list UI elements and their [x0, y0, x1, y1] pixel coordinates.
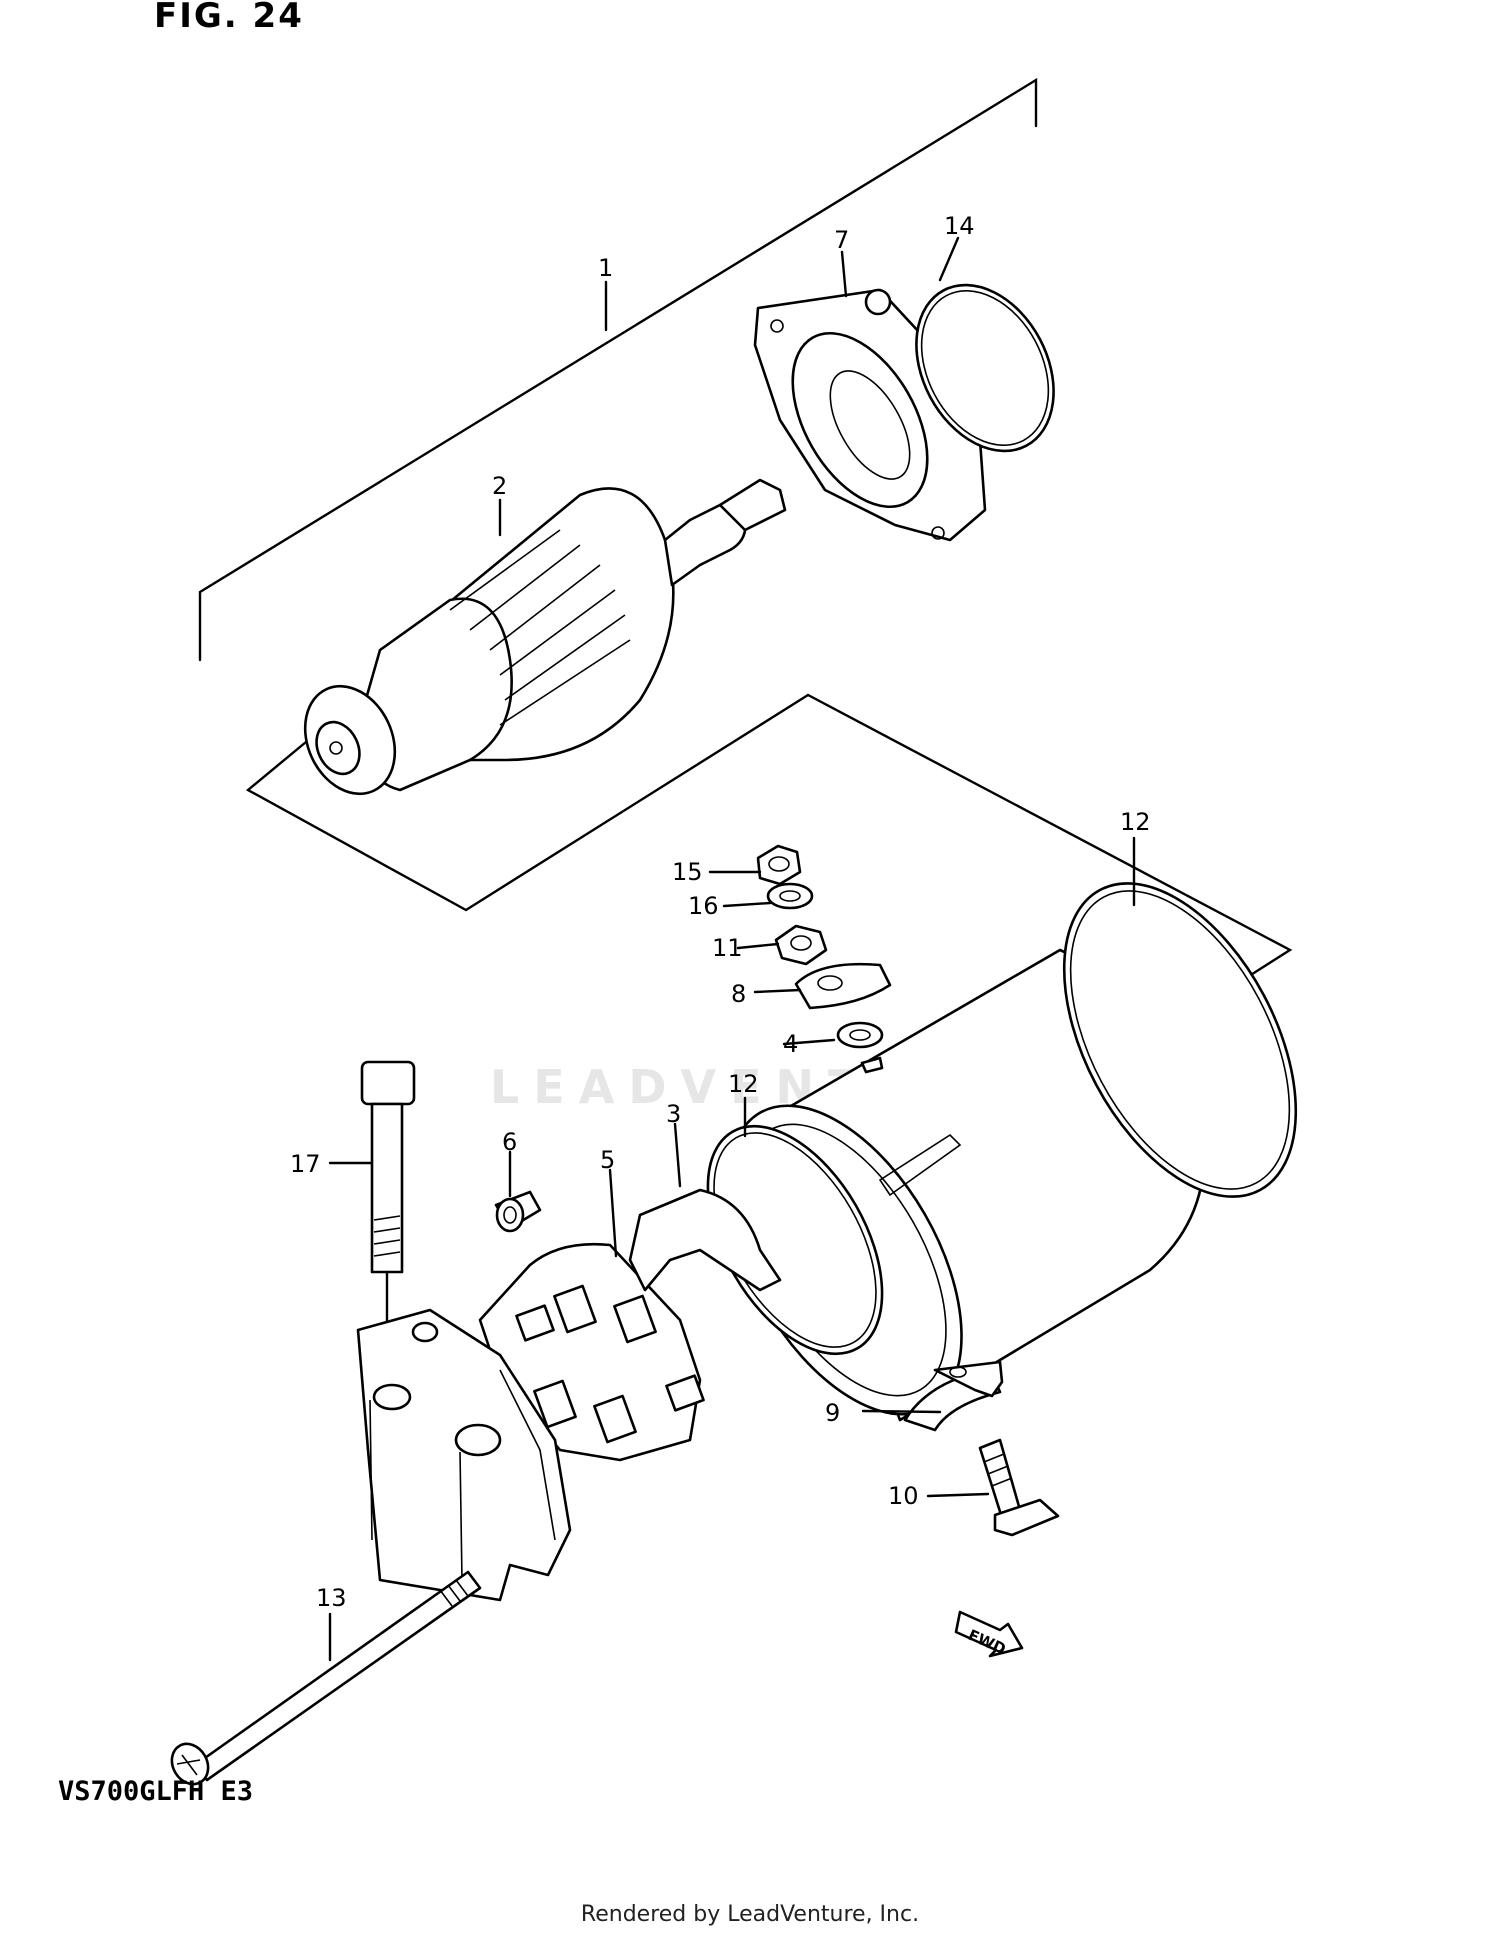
brush-holder: [478, 1188, 782, 1462]
callout-13: 13: [316, 1584, 347, 1612]
callout-16: 16: [688, 892, 719, 920]
long-bolt-13: [170, 1570, 482, 1786]
callout-7: 7: [834, 226, 849, 254]
brush-plate-9: [903, 1360, 1004, 1432]
callout-8: 8: [731, 980, 746, 1008]
model-code: VS700GLFH E3: [58, 1776, 254, 1807]
bolt-17: [360, 1060, 416, 1382]
callout-11: 11: [712, 934, 743, 962]
callout-2: 2: [492, 472, 507, 500]
callout-10: 10: [888, 1482, 919, 1510]
o-ring-12-rear: [1062, 882, 1298, 1198]
terminal-hardware: [756, 844, 892, 1074]
armature: [303, 478, 787, 796]
leader-lines: [328, 236, 1136, 1662]
yoke-group-bracket: [245, 693, 1293, 980]
bushing-6: [494, 1190, 542, 1233]
front-housing: [356, 1308, 572, 1602]
bolt-10: [978, 1438, 1060, 1537]
callout-numbers: 1 2 3 4 5 6 7 8 9 10 11 12 12 13 14 15 1…: [290, 212, 1151, 1612]
callout-4: 4: [783, 1030, 798, 1058]
callout-17: 17: [290, 1150, 321, 1178]
assembly-bracket-1: [198, 77, 1038, 662]
callout-5: 5: [600, 1146, 615, 1174]
callout-9: 9: [825, 1399, 840, 1427]
callout-15: 15: [672, 858, 703, 886]
o-ring-12-front: [706, 1124, 884, 1356]
callout-12-front: 12: [728, 1070, 759, 1098]
callout-6: 6: [502, 1128, 517, 1156]
callout-12-rear: 12: [1120, 808, 1151, 836]
footer-credit: Rendered by LeadVenture, Inc.: [580, 1902, 920, 1927]
figure-title: FIG. 24: [154, 0, 304, 36]
callout-1: 1: [598, 254, 613, 282]
fwd-arrow-icon: FWD: [954, 1610, 1024, 1658]
callout-3: 3: [666, 1100, 681, 1128]
o-ring-14: [915, 283, 1055, 453]
callout-14: 14: [944, 212, 975, 240]
